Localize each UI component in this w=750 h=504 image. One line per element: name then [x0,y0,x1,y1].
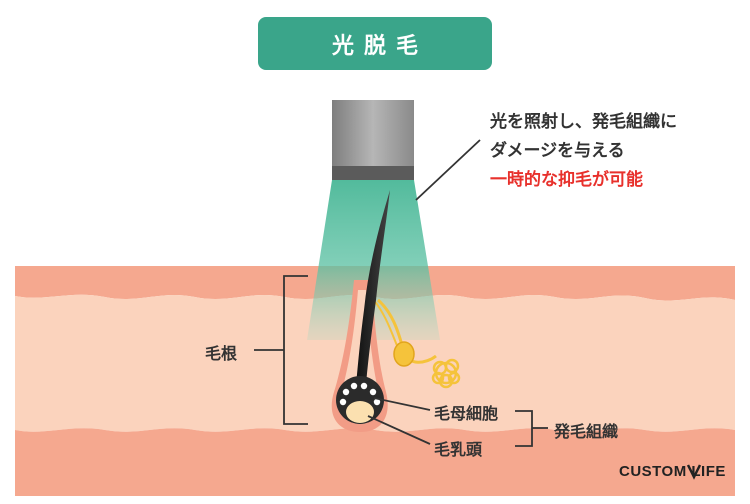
label-hair-root: 毛根 [205,344,238,363]
hair-shaft [356,190,390,385]
callout-line-1: 光を照射し、発毛組織に [490,112,677,132]
label-dermal-papilla: 毛乳頭 [434,440,483,459]
dermal-papilla [346,401,374,423]
title-badge: 光脱毛 [258,17,492,70]
sweat-gland [431,358,461,389]
label-hair-matrix-cells: 毛母細胞 [434,404,499,423]
matrix-leader-line [373,397,431,411]
callout-line-2: ダメージを与える [490,141,625,161]
callout-leader-line [415,139,481,201]
brand-logo: CUSTOM LIFE [619,463,726,480]
callout-text: 光を照射し、発毛組織に ダメージを与える 一時的な抑毛が可能 [490,108,677,195]
hair-matrix-cells [339,382,381,406]
callout-highlight: 一時的な抑毛が可能 [490,170,643,190]
light-device-tip [332,166,414,180]
brand-mark-icon [686,464,702,480]
subcutaneous-layer [15,428,735,496]
light-device [332,100,414,172]
title-text: 光脱毛 [331,33,428,59]
label-hair-growth-tissue: 発毛組織 [554,422,619,441]
papilla-leader-line [367,415,431,445]
sebaceous-gland [393,341,415,367]
